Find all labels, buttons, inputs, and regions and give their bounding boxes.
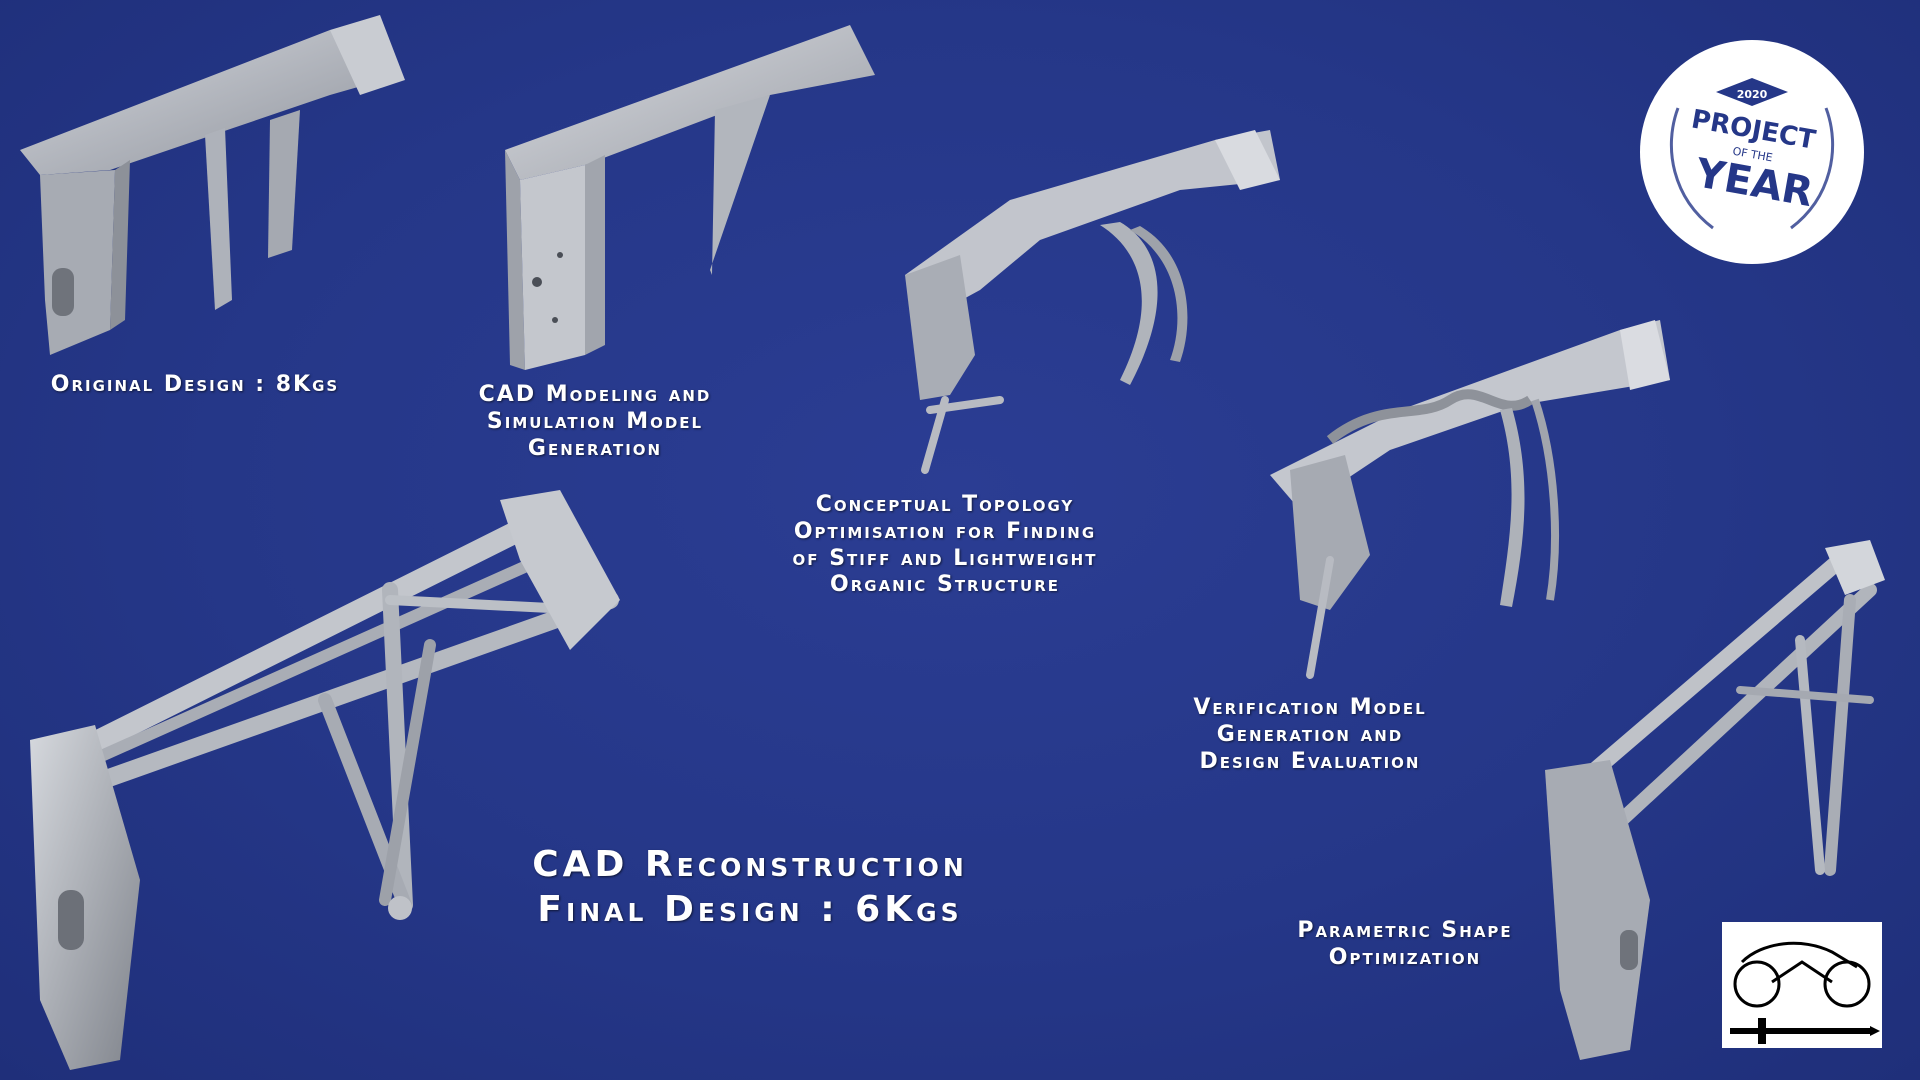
- cad-model: [505, 25, 875, 370]
- final-design-label: CAD Reconstruction Final Design : 6Kgs: [532, 844, 968, 930]
- cad-modeling-label: CAD Modeling and Simulation Model Genera…: [478, 382, 712, 461]
- logo-box: [1722, 922, 1882, 1048]
- laurel-icon: [1670, 107, 1834, 230]
- project-of-the-year-badge: 2020 PROJECT OF THE YEAR: [1640, 40, 1864, 264]
- badge-year: 2020: [1737, 88, 1768, 101]
- motorcycle-icon: [1733, 941, 1871, 1008]
- topology-model: [905, 130, 1280, 474]
- original-design-model: [20, 15, 405, 355]
- verification-model: [1270, 320, 1670, 679]
- sword-icon: [1730, 1018, 1880, 1044]
- original-design-label: Original Design : 8Kgs: [50, 372, 340, 397]
- verification-label: Verification Model Generation and Design…: [1193, 695, 1427, 774]
- parametric-label: Parametric Shape Optimization: [1297, 918, 1513, 970]
- final-design-model: [30, 490, 620, 1070]
- graduation-cap-icon: [1716, 78, 1788, 106]
- topology-label: Conceptual Topology Optimisation for Fin…: [792, 492, 1098, 598]
